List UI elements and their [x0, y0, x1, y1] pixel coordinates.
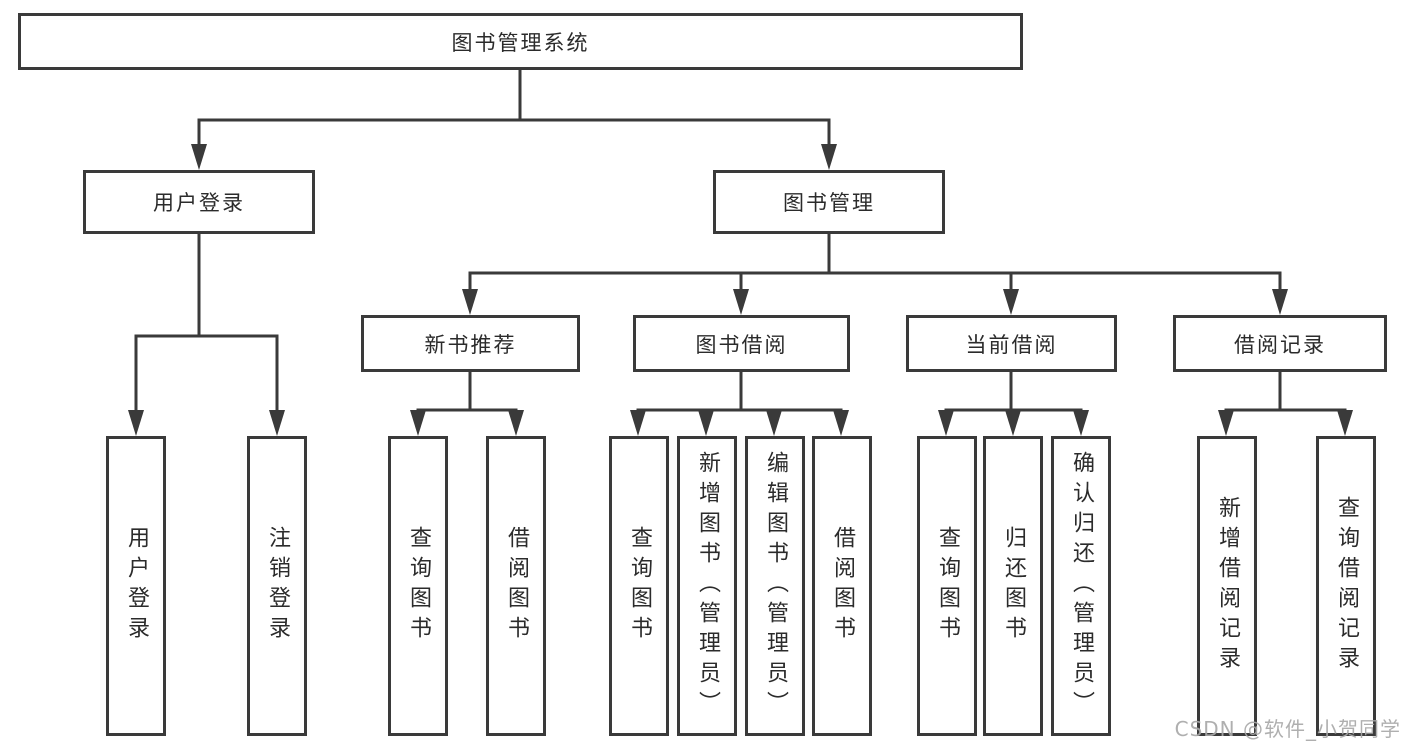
- leaf-query-books-recommend-label: 查询图书: [406, 526, 431, 646]
- node-new-book-recommend: 新书推荐: [361, 315, 580, 372]
- node-current-borrow-label: 当前借阅: [965, 332, 1058, 357]
- csdn-watermark: CSDN @软件_小贺同学: [1174, 717, 1401, 741]
- node-borrow-records-label: 借阅记录: [1234, 332, 1326, 357]
- leaf-add-book-admin: 新增图书（管理员）: [677, 436, 737, 736]
- leaf-borrow-books-label: 借阅图书: [830, 526, 855, 646]
- leaf-user-login-label: 用户登录: [124, 526, 149, 646]
- leaf-query-books-recommend: 查询图书: [388, 436, 448, 736]
- leaf-add-borrow-record-label: 新增借阅记录: [1215, 496, 1240, 676]
- leaf-confirm-return-admin-label: 确认归还（管理员）: [1069, 451, 1094, 721]
- node-book-management: 图书管理: [713, 170, 945, 234]
- node-borrow-records: 借阅记录: [1173, 315, 1387, 372]
- node-user-login: 用户登录: [83, 170, 315, 234]
- leaf-return-book: 归还图书: [983, 436, 1043, 736]
- leaf-query-borrow-record: 查询借阅记录: [1316, 436, 1376, 736]
- node-new-book-recommend-label: 新书推荐: [424, 332, 517, 357]
- node-current-borrow: 当前借阅: [906, 315, 1117, 372]
- leaf-query-books-current: 查询图书: [917, 436, 977, 736]
- leaf-query-books-current-label: 查询图书: [935, 526, 960, 646]
- node-book-borrow: 图书借阅: [633, 315, 850, 372]
- node-book-borrow-label: 图书借阅: [695, 332, 788, 357]
- node-user-login-label: 用户登录: [153, 191, 245, 215]
- leaf-query-books-borrow: 查询图书: [609, 436, 669, 736]
- leaf-logout-login: 注销登录: [247, 436, 307, 736]
- leaf-query-books-borrow-label: 查询图书: [627, 526, 652, 646]
- node-library-system-label: 图书管理系统: [451, 30, 590, 55]
- leaf-user-login: 用户登录: [106, 436, 166, 736]
- node-library-system: 图书管理系统: [18, 13, 1023, 70]
- node-book-management-label: 图书管理: [783, 191, 875, 215]
- leaf-edit-book-admin-label: 编辑图书（管理员）: [763, 451, 788, 721]
- leaf-edit-book-admin: 编辑图书（管理员）: [745, 436, 805, 736]
- leaf-borrow-books: 借阅图书: [812, 436, 872, 736]
- leaf-borrow-books-recommend-label: 借阅图书: [504, 526, 529, 646]
- leaf-return-book-label: 归还图书: [1001, 526, 1026, 646]
- leaf-confirm-return-admin: 确认归还（管理员）: [1051, 436, 1111, 736]
- leaf-add-book-admin-label: 新增图书（管理员）: [695, 451, 720, 721]
- leaf-query-borrow-record-label: 查询借阅记录: [1334, 496, 1359, 676]
- leaf-borrow-books-recommend: 借阅图书: [486, 436, 546, 736]
- leaf-add-borrow-record: 新增借阅记录: [1197, 436, 1257, 736]
- leaf-logout-login-label: 注销登录: [265, 526, 290, 646]
